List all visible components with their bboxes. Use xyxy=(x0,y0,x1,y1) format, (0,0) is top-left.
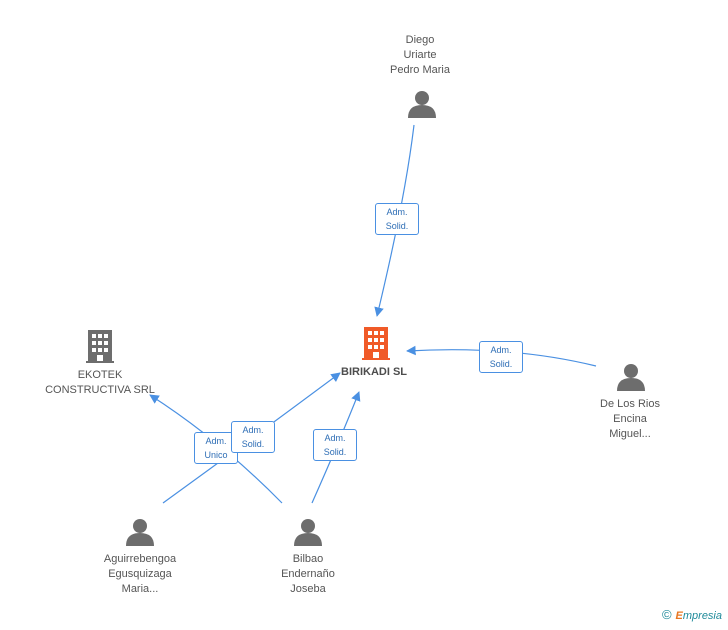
relation-label-line: Solid. xyxy=(323,447,347,457)
relation-label-bilbao-birikadi[interactable]: Adm. Solid. xyxy=(313,429,357,461)
relation-label-line: Adm. xyxy=(490,345,512,355)
node-label-line: Uriarte xyxy=(403,49,437,61)
node-label-birikadi[interactable]: BIRIKADI SL xyxy=(324,365,424,380)
node-label-bilbao[interactable]: Bilbao Endernaño Joseba xyxy=(258,552,358,597)
node-label-line: Pedro Maria xyxy=(390,64,450,76)
relation-label-line: Solid. xyxy=(385,221,409,231)
node-label-line: Maria... xyxy=(121,583,159,595)
node-label-line: De Los Rios xyxy=(600,398,660,410)
node-label-ekotek[interactable]: EKOTEK CONSTRUCTIVA SRL xyxy=(40,368,160,398)
copyright-symbol: © xyxy=(661,607,672,622)
node-label-line: BIRIKADI SL xyxy=(341,366,407,378)
person-icon-delosrios[interactable] xyxy=(617,364,645,391)
node-label-line: Diego xyxy=(405,34,435,46)
building-icon-ekotek[interactable] xyxy=(86,330,114,363)
node-label-aguirre[interactable]: Aguirrebengoa Egusquizaga Maria... xyxy=(85,552,195,597)
node-label-line: Bilbao xyxy=(292,553,324,565)
person-icon-bilbao[interactable] xyxy=(294,519,322,546)
relation-label-aguirre-ekotek[interactable]: Adm. Unico xyxy=(194,432,238,464)
node-label-delosrios[interactable]: De Los Rios Encina Miguel... xyxy=(580,397,680,442)
node-label-line: Endernaño xyxy=(281,568,335,580)
relation-label-line: Solid. xyxy=(241,439,265,449)
relation-label-line: Solid. xyxy=(489,359,513,369)
node-label-line: EKOTEK xyxy=(77,369,123,381)
relation-label-line: Unico xyxy=(204,450,228,460)
node-label-line: Joseba xyxy=(290,583,326,595)
relation-label-line: Adm. xyxy=(386,207,408,217)
node-label-line: Encina xyxy=(613,413,647,425)
node-label-line: CONSTRUCTIVA SRL xyxy=(45,384,155,396)
person-icon-aguirre[interactable] xyxy=(126,519,154,546)
node-label-line: Miguel... xyxy=(609,428,651,440)
relation-label-aguirre-birikadi[interactable]: Adm. Solid. xyxy=(231,421,275,453)
node-label-line: Aguirrebengoa xyxy=(103,553,177,565)
person-icon-diego[interactable] xyxy=(408,91,436,118)
relation-label-line: Adm. xyxy=(324,433,346,443)
relation-label-line: Adm. xyxy=(242,425,264,435)
relation-label-delosrios-birikadi[interactable]: Adm. Solid. xyxy=(479,341,523,373)
brand-name: mpresia xyxy=(682,610,722,622)
node-label-line: Egusquizaga xyxy=(108,568,172,580)
empresia-watermark: ©Empresia xyxy=(662,607,722,622)
node-label-diego[interactable]: Diego Uriarte Pedro Maria xyxy=(370,33,470,78)
building-icon-birikadi[interactable] xyxy=(362,327,390,360)
brand-initial: E xyxy=(675,610,683,622)
relation-label-line: Adm. xyxy=(205,436,227,446)
relation-label-diego-birikadi[interactable]: Adm. Solid. xyxy=(375,203,419,235)
